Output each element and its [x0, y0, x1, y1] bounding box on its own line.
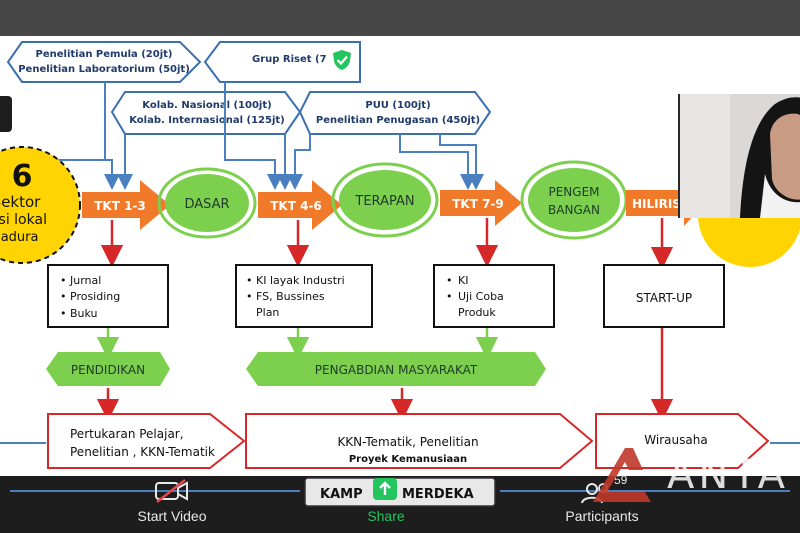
text-prosiding: Prosiding — [70, 290, 120, 303]
video-off-icon — [155, 479, 188, 503]
text-fs-2: Plan — [256, 306, 279, 319]
watermark-text: ANTA — [667, 452, 789, 498]
chevron-down-icon[interactable] — [432, 53, 446, 63]
start-video-button[interactable]: Start Video — [132, 478, 212, 530]
shield-check-icon — [333, 50, 351, 70]
svg-text:•: • — [60, 290, 67, 303]
green-arrows — [96, 328, 499, 360]
box-penelitian-pemula: Penelitian Pemula (20jt) Penelitian Labo… — [6, 41, 202, 83]
text-sektor-3: Madura — [0, 230, 39, 245]
text-kolab-nasional: Kolab. Nasional (100jt) — [142, 100, 271, 111]
svg-text:•: • — [60, 307, 67, 320]
text-tkt79: TKT 7-9 — [452, 197, 504, 211]
output-box-industri: • KI layak Industri • FS, Bussines Plan — [235, 264, 373, 328]
zoom-title[interactable]: Zoom — [362, 45, 423, 69]
text-terapan: TERAPAN — [354, 194, 414, 209]
blue-connectors — [0, 82, 484, 190]
text-uji-1: Uji Coba — [458, 290, 504, 303]
participant-video-tile[interactable] — [678, 94, 800, 218]
text-lab: Penelitian Laboratorium (50jt) — [18, 64, 190, 75]
output-box-publikasi: • Jurnal • Prosiding • Buku — [47, 264, 169, 328]
text-penugasan: Penelitian Penugasan (450jt) — [316, 115, 480, 126]
text-grup-riset: Grup Riset (7 — [252, 54, 327, 65]
text-sektor-2: ensi lokal — [0, 212, 47, 228]
share-label: Share — [367, 508, 405, 524]
side-panel-tab[interactable] — [0, 96, 12, 132]
banner-pengabdian: PENGABDIAN MASYARAKAT — [246, 352, 546, 386]
bottom-row: Pertukaran Pelajar, Penelitian , KKN-Tem… — [0, 413, 800, 469]
svg-text:•: • — [246, 290, 253, 303]
text-kampus-right: MERDEKA — [402, 487, 474, 502]
text-ki-layak: KI layak Industri — [256, 274, 345, 287]
box-grup-riset: Grup Riset (7 — [203, 41, 361, 83]
text-sektor-number: 6 — [12, 159, 33, 194]
text-pendidikan: PENDIDIKAN — [71, 363, 145, 377]
flow-row: TKT 1-3 DASAR TKT 4-6 TERAPAN TKT 7-9 PE… — [82, 160, 705, 240]
text-tkt46: TKT 4-6 — [270, 199, 322, 213]
text-fs-1: FS, Bussines — [256, 290, 325, 303]
sektor-circle: 6 Sektor ensi lokal Madura — [0, 146, 81, 264]
text-pemula: Penelitian Pemula (20jt) — [36, 49, 173, 60]
svg-text:•: • — [446, 274, 453, 287]
text-pertukaran-1: Pertukaran Pelajar, — [70, 427, 184, 441]
red-arrows-top — [100, 218, 674, 270]
text-uji-2: Produk — [458, 306, 496, 319]
text-tkt13: TKT 1-3 — [94, 199, 146, 213]
text-wirausaha: Wirausaha — [644, 433, 707, 447]
text-kolab-internasional: Kolab. Internasional (125jt) — [129, 115, 285, 126]
output-box-startup: START-UP — [603, 264, 725, 328]
text-dasar: DASAR — [184, 197, 229, 212]
share-button[interactable]: Share — [356, 474, 416, 530]
zoom-top-bar — [0, 0, 800, 36]
text-kkn-2: Proyek Kemanusiaan — [349, 454, 467, 465]
svg-text:•: • — [446, 290, 453, 303]
share-icon — [373, 478, 397, 500]
text-puu: PUU (100jt) — [365, 100, 430, 111]
text-jurnal: Jurnal — [69, 274, 101, 287]
output-box-produk: • KI • Uji Coba Produk — [433, 264, 555, 328]
text-pengem-2: BANGAN — [548, 203, 600, 217]
text-buku: Buku — [70, 307, 98, 320]
svg-text:•: • — [60, 274, 67, 287]
text-sektor-1: Sektor — [0, 193, 41, 211]
red-arrows-bottom — [96, 328, 674, 422]
participant-video-frame — [680, 94, 800, 218]
text-ki: KI — [458, 274, 468, 287]
text-pengabdian: PENGABDIAN MASYARAKAT — [315, 363, 478, 377]
svg-text:•: • — [246, 274, 253, 287]
box-puu: PUU (100jt) Penelitian Penugasan (450jt) — [298, 91, 492, 135]
participants-label: Participants — [565, 508, 639, 524]
start-video-label: Start Video — [137, 508, 207, 524]
participant-count: 59 — [614, 473, 628, 487]
text-hilirisasi: HILIRIS — [632, 197, 681, 211]
banner-pendidikan: PENDIDIKAN — [46, 352, 170, 386]
box-kolab: Kolab. Nasional (100jt) Kolab. Internasi… — [110, 91, 302, 135]
kampus-merdeka-strip: KAMP MERDEKA — [10, 477, 790, 507]
text-pengem-1: PENGEM — [548, 185, 599, 199]
text-kkn-1: KKN-Tematik, Penelitian — [337, 435, 478, 449]
text-startup: START-UP — [636, 291, 692, 305]
text-kampus-left: KAMP — [320, 487, 363, 502]
text-pertukaran-2: Penelitian , KKN-Tematik — [70, 445, 215, 459]
antara-watermark: ANTA — [593, 448, 789, 502]
